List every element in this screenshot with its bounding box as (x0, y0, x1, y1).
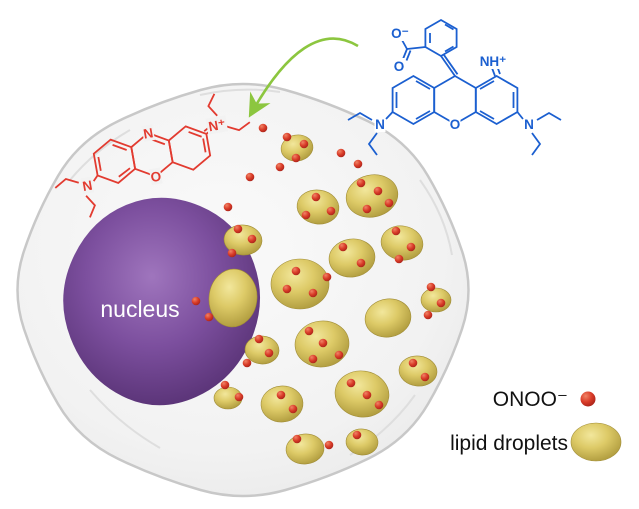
onoo-dot (254, 334, 264, 344)
onoo-dot (420, 372, 430, 382)
atom-label: N (524, 117, 534, 132)
onoo-dot (220, 380, 230, 390)
onoo-dot (242, 358, 252, 368)
atom-label: N (81, 178, 93, 194)
onoo-dot (234, 392, 244, 402)
onoo-dot (288, 404, 298, 414)
onoo-dot (301, 210, 311, 220)
atom-label-bg (390, 25, 410, 41)
blue-ring-left (391, 74, 436, 126)
onoo-dot (308, 288, 318, 298)
atom-label: N⁺ (207, 117, 226, 135)
onoo-dot (362, 390, 372, 400)
blue-structure-atoms: O⁻ O NH⁺ O N N (374, 25, 535, 132)
atom-label: O⁻ (391, 26, 409, 41)
lipid-droplet (223, 224, 263, 256)
atom-label-bg (478, 53, 508, 69)
lipid-droplet (364, 298, 412, 338)
blue-double-bonds (395, 23, 515, 120)
onoo-dot (233, 224, 243, 234)
onoo-dot (423, 310, 433, 320)
red-structure: N O N⁺ N (54, 93, 251, 218)
blue-substituent-bonds (347, 39, 562, 156)
red-ring-left (92, 138, 137, 184)
onoo-dot (204, 312, 214, 322)
onoo-dot (191, 296, 201, 306)
onoo-dot (276, 390, 286, 400)
onoo-dot (352, 430, 362, 440)
red-structure-atoms: N O N⁺ N (80, 115, 229, 195)
onoo-dot (394, 254, 404, 264)
nucleus (63, 197, 261, 406)
onoo-dot (308, 354, 318, 364)
onoo-dot (223, 202, 233, 212)
atom-label: O (450, 117, 461, 132)
onoo-dot (374, 400, 384, 410)
atom-label-bg (393, 58, 405, 74)
onoo-dot (436, 298, 446, 308)
onoo-dot (304, 326, 314, 336)
onoo-dot (426, 282, 436, 292)
onoo-dot (324, 440, 334, 450)
onoo-dot (346, 378, 356, 388)
onoo-dots-group (191, 123, 446, 450)
atom-label-bg (141, 124, 155, 142)
lipid-droplet (420, 287, 452, 313)
onoo-dot (373, 186, 383, 196)
atom-label: N (142, 125, 154, 141)
onoo-dot (338, 242, 348, 252)
atom-label: O (394, 59, 405, 74)
onoo-dot (258, 123, 268, 133)
legend-lipid-droplet (570, 422, 622, 462)
conversion-arrow (248, 37, 359, 118)
onoo-dot (356, 178, 366, 188)
onoo-dot (247, 234, 257, 244)
onoo-dot (334, 350, 344, 360)
atom-label-bg (523, 116, 535, 132)
onoo-dot (292, 434, 302, 444)
onoo-dot (291, 266, 301, 276)
lipid-droplet (270, 258, 330, 310)
atom-label: O (149, 169, 162, 186)
onoo-dot (406, 242, 416, 252)
atom-label-bg (205, 115, 229, 135)
atom-label-bg (374, 116, 386, 132)
onoo-dot (326, 206, 336, 216)
onoo-dot (336, 148, 346, 158)
atom-label: N (375, 117, 385, 132)
onoo-dot (391, 226, 401, 236)
onoo-dot (245, 172, 255, 182)
onoo-dot (227, 248, 237, 258)
onoo-dot (356, 258, 366, 268)
lipid-droplet (208, 268, 258, 328)
onoo-dot (322, 272, 332, 282)
legend-onoo-dot (580, 391, 596, 407)
atom-label-bg (148, 167, 163, 186)
legend: ONOO⁻ lipid droplets (450, 388, 622, 462)
onoo-dot (299, 139, 309, 149)
nucleus-label: nucleus (100, 296, 179, 322)
onoo-dot (384, 198, 394, 208)
onoo-dot (408, 358, 418, 368)
onoo-dot (275, 162, 285, 172)
atom-label: NH⁺ (480, 54, 507, 69)
atom-label-bg (449, 116, 461, 132)
onoo-dot (282, 284, 292, 294)
onoo-dot (353, 159, 363, 169)
onoo-dot (318, 338, 328, 348)
onoo-dot (362, 204, 372, 214)
legend-onoo-label: ONOO⁻ (493, 388, 568, 411)
onoo-dot (311, 192, 321, 202)
onoo-dot (282, 132, 292, 142)
onoo-dot (291, 153, 301, 163)
legend-lipid-label: lipid droplets (450, 432, 568, 455)
blue-ring-right (474, 74, 519, 126)
blue-structure: O⁻ O NH⁺ O N N (347, 18, 562, 156)
atom-label-bg (80, 176, 95, 195)
onoo-dot (264, 348, 274, 358)
